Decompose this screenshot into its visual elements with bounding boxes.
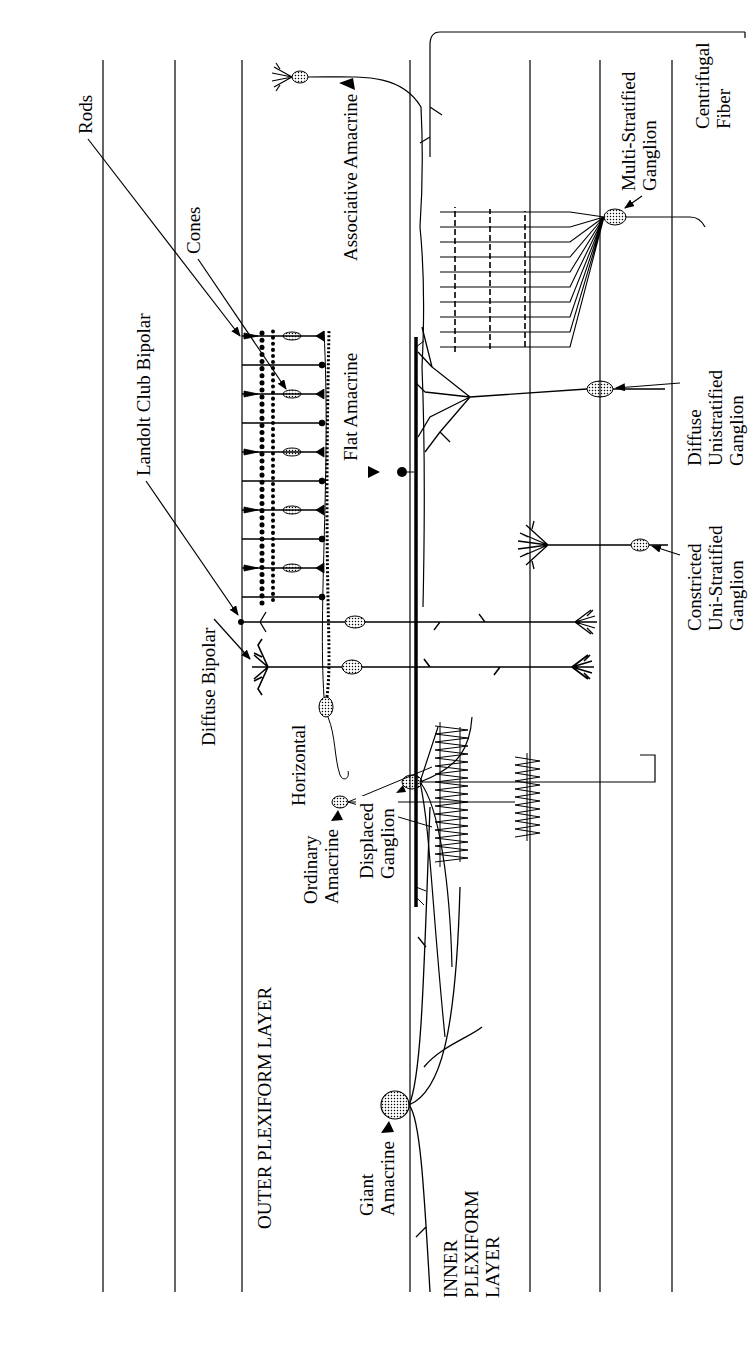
label-anchor: OUTER PLEXIFORM LAYER (254, 986, 275, 1230)
part-label: Diffuse Unistratified Ganglion (684, 350, 747, 467)
part-label: Giant Amacrine (356, 1135, 398, 1217)
label-anchor: Centrifugal Fiber (692, 38, 734, 130)
cone-outer-segments (244, 333, 258, 571)
part-label: Ordinary Amacrine (300, 823, 342, 905)
part-label: Centrifugal Fiber (692, 38, 734, 130)
label-anchor: Diffuse Unistratified Ganglion (684, 350, 747, 467)
horizontal-cell-soma (319, 697, 333, 717)
displaced-ganglion-soma (402, 775, 422, 789)
centrifugal-fiber (420, 32, 745, 157)
diffuse-unistratified-dendrites (415, 327, 665, 452)
label-anchor: Cones (183, 206, 204, 256)
label-anchor: Diffuse Bipolar (198, 627, 219, 747)
flat-amacrine-soma (397, 467, 407, 477)
label-anchor: Ordinary Amacrine (300, 823, 342, 905)
multistratified-soma (604, 209, 626, 225)
constricted-ganglion-dendrites (518, 521, 668, 569)
constricted-ganglion-soma (631, 539, 649, 551)
diffuse-bipolar (252, 639, 594, 695)
label-anchor: Landolt Club Bipolar (133, 312, 154, 477)
label-anchor: Flat Amacrine (340, 352, 361, 462)
displaced-ganglion-processes (420, 717, 655, 1037)
label-anchor: Horizontal (288, 724, 309, 807)
part-label: INNER PLEXIFORM LAYER (440, 1172, 503, 1299)
ordinary-amacrine-soma (332, 796, 348, 808)
label-anchor: Rods (75, 94, 96, 135)
part-label: Constricted Uni-Stratified Ganglion (684, 515, 747, 632)
part-label: Horizontal (288, 724, 309, 807)
label-arrows (652, 546, 680, 555)
label-arrows (198, 259, 286, 389)
diffuse-unistratified-soma (587, 381, 613, 397)
label-anchor: Multi-Stratified Ganglion (618, 50, 660, 192)
label-anchor: Giant Amacrine (356, 1135, 398, 1217)
landolt-bipolar (242, 610, 597, 634)
part-label: Landolt Club Bipolar (133, 312, 154, 477)
associative-amacrine-processes (272, 63, 424, 607)
label-arrows (616, 383, 680, 388)
part-label: Associative Amacrine (340, 93, 361, 262)
diffuse-bipolar-soma (342, 660, 362, 674)
receptor-nuclei-row (260, 329, 265, 603)
label-anchor: Constricted Uni-Stratified Ganglion (684, 515, 747, 632)
receptor-strands (242, 336, 322, 597)
part-label: Displaced Ganglion (356, 796, 398, 880)
landolt-bipolar-soma (345, 616, 365, 628)
horizontal-cell-processes (327, 331, 329, 697)
part-label: Rods (75, 94, 96, 135)
rod-spherules (319, 362, 325, 600)
giant-amacrine-soma (381, 1091, 409, 1119)
part-label: Cones (183, 206, 204, 256)
label-arrows (88, 139, 240, 336)
part-label: Multi-Stratified Ganglion (618, 50, 660, 192)
pointer-triangles (331, 78, 406, 1133)
label-arrows (146, 481, 238, 615)
label-anchor: INNER PLEXIFORM LAYER (440, 1172, 503, 1299)
multistratified-strata (455, 207, 525, 352)
multistratified-dendrites (440, 212, 604, 347)
layer-boundary-lines (103, 60, 672, 1292)
part-label: Flat Amacrine (340, 352, 361, 462)
part-label: Diffuse Bipolar (198, 627, 219, 747)
landolt-club (238, 619, 244, 625)
label-anchor: Displaced Ganglion (356, 796, 398, 880)
multistratified-axon (626, 217, 705, 227)
part-label: OUTER PLEXIFORM LAYER (254, 986, 275, 1230)
label-anchor: Associative Amacrine (340, 93, 361, 262)
associative-amacrine-soma (292, 71, 308, 83)
label-arrows (214, 619, 250, 659)
label-arrows (625, 196, 642, 208)
cone-bodies (283, 332, 301, 572)
